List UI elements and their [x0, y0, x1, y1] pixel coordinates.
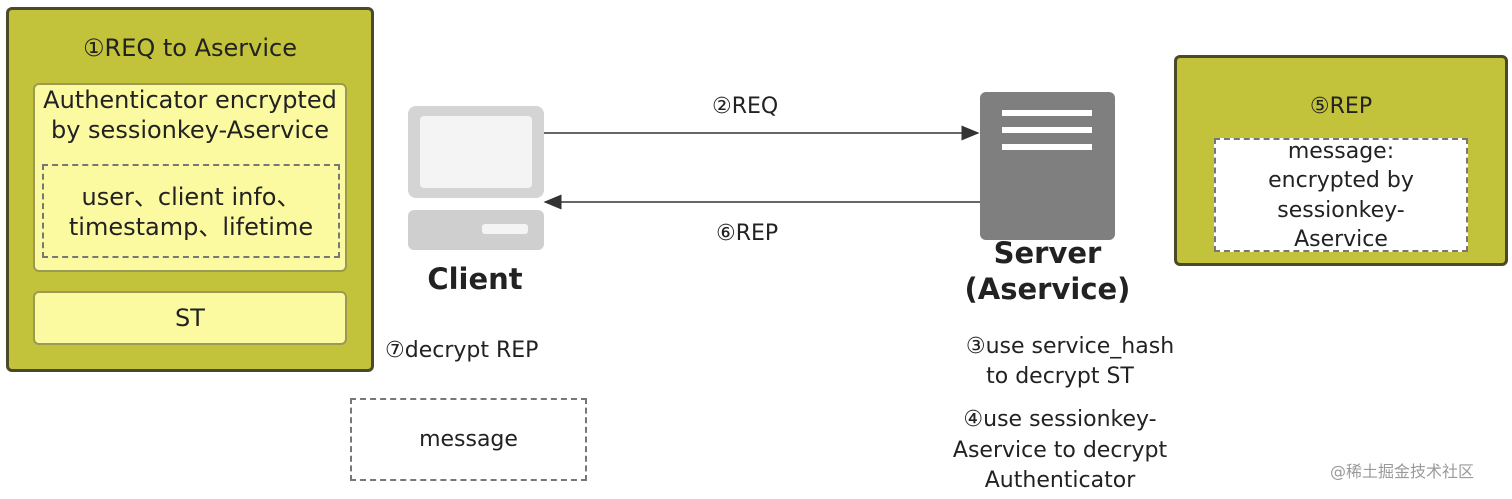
- reply-message-box: [1214, 138, 1468, 252]
- server-step4-line3: Authenticator: [984, 468, 1136, 493]
- server-step4-line1: ④use sessionkey-: [963, 407, 1157, 432]
- st-box: [33, 291, 347, 345]
- server-label-line2: (Aservice): [964, 272, 1131, 306]
- client-label: Client: [427, 262, 523, 296]
- reply-message-line1: message:: [1287, 139, 1395, 164]
- right-panel-title: ⑤REP: [1309, 94, 1373, 119]
- authenticator-contents-line1: user、client info、: [81, 183, 301, 211]
- authenticator-contents-box: [42, 164, 340, 258]
- server-step3-line1: ③use service_hash: [965, 334, 1175, 359]
- st-label: ST: [175, 304, 205, 332]
- left-panel-title: ①REQ to Aservice: [83, 34, 297, 62]
- server-icon: [980, 92, 1115, 240]
- req-arrow-label: ②REQ: [712, 94, 779, 119]
- reply-message-line2: encrypted by: [1268, 168, 1414, 193]
- authenticator-label-line1: Authenticator encrypted: [43, 86, 337, 114]
- authenticator-label-line2: by sessionkey-Aservice: [50, 116, 329, 144]
- reply-message-line4: Aservice: [1294, 227, 1388, 252]
- rep-arrow-label: ⑥REP: [716, 221, 779, 246]
- server-step4-line2: Aservice to decrypt: [952, 438, 1168, 463]
- client-message: message: [419, 427, 518, 452]
- reply-message-line3: sessionkey-: [1277, 198, 1405, 223]
- authenticator-contents-line2: timestamp、lifetime: [68, 213, 314, 241]
- client-step7: ⑦decrypt REP: [385, 338, 539, 363]
- server-step3-line2: to decrypt ST: [986, 364, 1134, 389]
- server-label-line1: Server: [993, 236, 1102, 270]
- watermark-text: @稀土掘金技术社区: [1330, 462, 1475, 481]
- client-computer-icon: [408, 106, 544, 250]
- client-message-box: [350, 398, 587, 481]
